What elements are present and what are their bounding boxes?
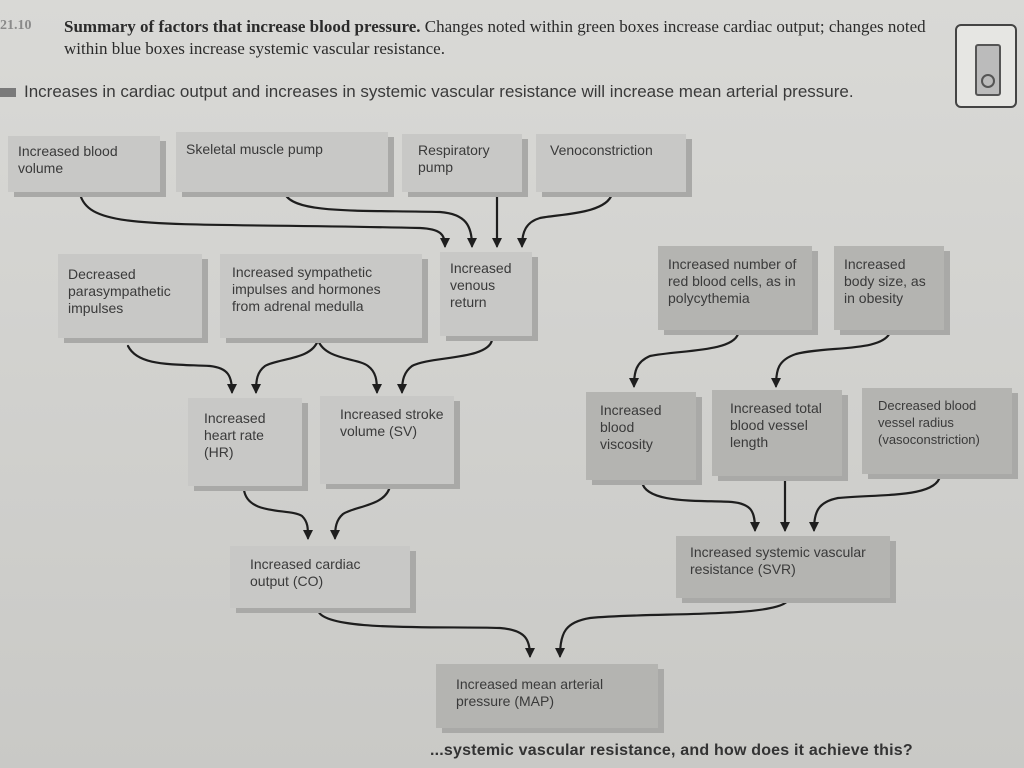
arrow-parasympathetic-to-hr [126, 344, 237, 394]
node-increased-map: Increased mean arterial pressure (MAP) [436, 664, 658, 728]
node-increased-svr: Increased systemic vascular resistance (… [676, 536, 890, 598]
figure-title: Summary of factors that increase blood p… [64, 16, 944, 60]
arrow-skeletal-to-venous-return [283, 192, 477, 248]
arrow-hr-to-co [242, 488, 313, 540]
node-respiratory-pump: Respiratory pump [402, 134, 522, 192]
node-decreased-parasympathetic: Decreased parasympathetic impulses [58, 254, 202, 338]
node-increased-cardiac-output: Increased cardiac output (CO) [230, 546, 410, 608]
arrow-radius-to-svr [809, 474, 942, 532]
arrow-venoconstriction-to-venous-return [517, 192, 614, 248]
figure-title-bold: Summary of factors that increase blood p… [64, 17, 421, 36]
arrow-venous-return-to-sv [397, 338, 494, 394]
arrow-blood-volume-to-venous-return [78, 192, 450, 248]
arrow-body-size-to-length [771, 330, 892, 388]
arrow-sv-to-co [330, 484, 392, 540]
summary-bullet: Increases in cardiac output and increase… [0, 82, 854, 102]
node-increased-blood-viscosity: Increased blood viscosity [586, 392, 696, 480]
bullet-square-icon [0, 88, 16, 98]
node-skeletal-muscle-pump: Skeletal muscle pump [176, 132, 388, 192]
summary-bullet-text: Increases in cardiac output and increase… [24, 82, 854, 101]
device-icon [975, 44, 1001, 96]
arrow-svr-to-map [555, 598, 790, 658]
media-player-icon [955, 24, 1017, 108]
footer-question: ...systemic vascular resistance, and how… [430, 742, 913, 759]
arrow-sympathetic-to-hr [251, 338, 320, 394]
node-increased-vessel-length: Increased total blood vessel length [712, 390, 842, 476]
node-increased-heart-rate: Increased heart rate (HR) [188, 398, 302, 486]
node-increased-red-blood-cells: Increased number of red blood cells, as … [658, 246, 812, 330]
node-increased-venous-return: Increased venous return [440, 252, 532, 336]
arrow-co-to-map [316, 608, 535, 658]
node-venoconstriction: Venoconstriction [536, 134, 686, 192]
figure-title-rest: Changes noted within green boxes increas… [64, 17, 926, 58]
arrow-rbc-to-viscosity [629, 332, 740, 388]
arrow-viscosity-to-svr [640, 480, 760, 532]
node-decreased-vessel-radius: Decreased blood vessel radius (vasoconst… [862, 388, 1012, 474]
node-increased-body-size: Increased body size, as in obesity [834, 246, 944, 330]
node-increased-stroke-volume: Increased stroke volume (SV) [320, 396, 454, 484]
arrow-sympathetic-to-sv [316, 338, 382, 394]
node-increased-sympathetic: Increased sympathetic impulses and hormo… [220, 254, 422, 338]
node-increased-blood-volume: Increased blood volume [8, 136, 160, 192]
figure-number: 21.10 [0, 18, 32, 33]
